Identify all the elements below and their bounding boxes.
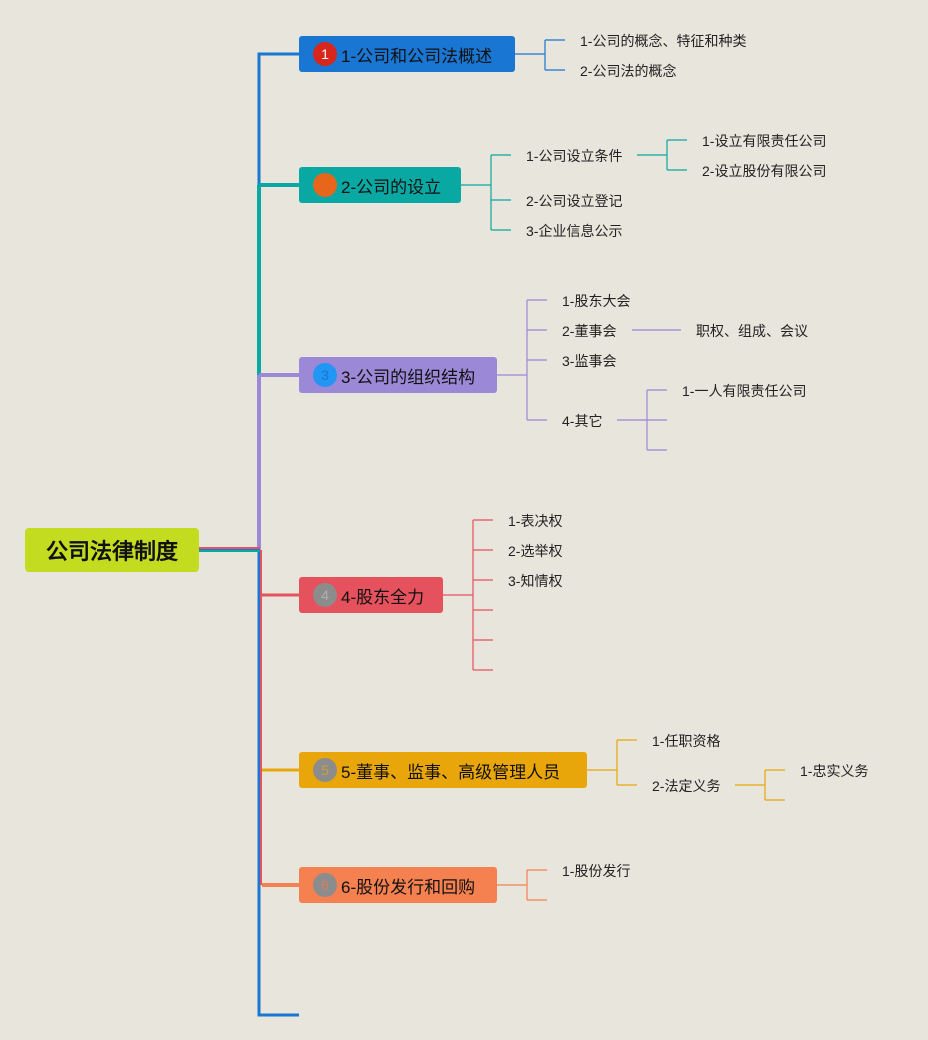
- branch-3-number-badge: 3: [313, 363, 337, 387]
- branch-1-node[interactable]: 1 1-公司和公司法概述: [299, 36, 515, 72]
- root-node[interactable]: 公司法律制度: [25, 528, 199, 572]
- branch-4-node[interactable]: 4 4-股东全力: [299, 577, 443, 613]
- leaf-enterprise-info[interactable]: 3-企业信息公示: [526, 223, 623, 239]
- branch-3-node[interactable]: 3 3-公司的组织结构: [299, 357, 497, 393]
- branch-2-number-badge: 2: [313, 173, 337, 197]
- leaf-setup-conditions[interactable]: 1-公司设立条件: [526, 148, 623, 164]
- leaf-voting-right[interactable]: 1-表决权: [508, 513, 563, 529]
- branch-5-label: 5-董事、监事、高级管理人员: [341, 762, 561, 782]
- leaf-board-of-supervisors[interactable]: 3-监事会: [562, 353, 617, 369]
- branch-1-label: 1-公司和公司法概述: [341, 46, 493, 66]
- branch-6-number-badge: 6: [313, 873, 337, 897]
- leaf-one-person-llc[interactable]: 1-一人有限责任公司: [682, 383, 807, 399]
- leaf-share-issuance[interactable]: 1-股份发行: [562, 863, 631, 879]
- branch-4-number-badge: 4: [313, 583, 337, 607]
- branch-5-node[interactable]: 5 5-董事、监事、高级管理人员: [299, 752, 587, 788]
- leaf-election-right[interactable]: 2-选举权: [508, 543, 563, 559]
- branch-2-label: 2-公司的设立: [341, 177, 442, 197]
- leaf-company-concept[interactable]: 1-公司的概念、特征和种类: [580, 33, 747, 49]
- leaf-loyalty-duty[interactable]: 1-忠实义务: [800, 763, 869, 779]
- branch-3-label: 3-公司的组织结构: [341, 367, 476, 387]
- branch-6-label: 6-股份发行和回购: [341, 877, 476, 897]
- leaf-shareholders-meeting[interactable]: 1-股东大会: [562, 293, 631, 309]
- branch-2-node[interactable]: 2 2-公司的设立: [299, 167, 461, 203]
- branch-6-node[interactable]: 6 6-股份发行和回购: [299, 867, 497, 903]
- leaf-right-to-know[interactable]: 3-知情权: [508, 573, 563, 589]
- leaf-setup-registration[interactable]: 2-公司设立登记: [526, 193, 623, 209]
- branch-4-label: 4-股东全力: [341, 587, 425, 607]
- branch-5-number-badge: 5: [313, 758, 337, 782]
- leaf-board-detail[interactable]: 职权、组成、会议: [696, 323, 808, 339]
- leaf-setup-joint-stock[interactable]: 2-设立股份有限公司: [702, 163, 827, 179]
- leaf-qualification[interactable]: 1-任职资格: [652, 733, 721, 749]
- leaf-setup-llc[interactable]: 1-设立有限责任公司: [702, 133, 827, 149]
- leaf-legal-duty[interactable]: 2-法定义务: [652, 778, 721, 794]
- leaf-other[interactable]: 4-其它: [562, 413, 603, 429]
- branch-1-number-badge: 1: [313, 42, 337, 66]
- leaf-board-of-directors[interactable]: 2-董事会: [562, 323, 617, 339]
- leaf-company-law-concept[interactable]: 2-公司法的概念: [580, 63, 677, 79]
